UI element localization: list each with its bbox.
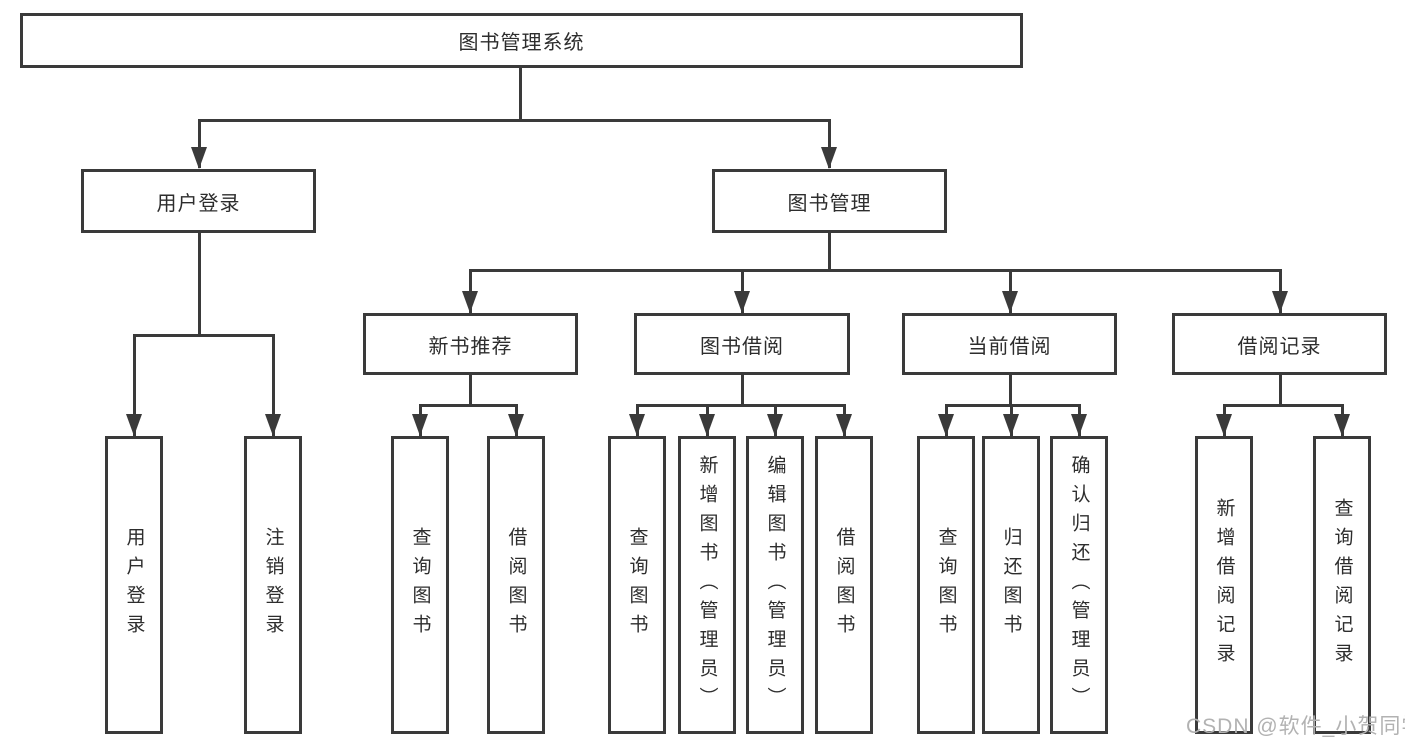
- leaf-nb-query-books: 查询图书: [391, 436, 449, 734]
- leaf-rc-query-record: 查询借阅记录: [1313, 436, 1371, 734]
- watermark: CSDN @软件_小贺同学: [1186, 715, 1405, 738]
- connector-current-drop: [1009, 375, 1012, 407]
- leaf-bw-query-books: 查询图书: [608, 436, 666, 734]
- leaf-rc-add-record: 新增借阅记录: [1195, 436, 1253, 734]
- arrowhead-bw-borrow-icon: [836, 414, 852, 436]
- arrowhead-cu-return-icon: [1003, 414, 1019, 436]
- node-book-borrowing: 图书借阅: [634, 313, 850, 375]
- node-new-book-recommend: 新书推荐: [363, 313, 578, 375]
- arrowhead-bw-query-icon: [629, 414, 645, 436]
- arrowhead-logout-leaf-icon: [265, 414, 281, 436]
- leaf-user-login: 用户登录: [105, 436, 163, 734]
- connector-drop-logout-leaf: [272, 335, 275, 436]
- connector-level2-rail: [198, 119, 831, 122]
- arrowhead-nb-query-icon: [412, 414, 428, 436]
- connector-records-drop: [1279, 375, 1282, 407]
- arrowhead-rc-query-icon: [1334, 414, 1350, 436]
- node-user-login: 用户登录: [81, 169, 316, 233]
- connector-borrowing-rail: [636, 404, 846, 407]
- arrowhead-login-leaf-icon: [126, 414, 142, 436]
- leaf-cu-confirm-return-admin: 确认归还（管理员）: [1050, 436, 1108, 734]
- node-root: 图书管理系统: [20, 13, 1023, 68]
- connector-new-books-rail: [419, 404, 518, 407]
- node-book-management: 图书管理: [712, 169, 947, 233]
- leaf-bw-edit-books-admin: 编辑图书（管理员）: [746, 436, 804, 734]
- leaf-cu-query-books: 查询图书: [917, 436, 975, 734]
- connector-drop-login-leaf: [133, 335, 136, 436]
- connector-new-books-drop: [469, 375, 472, 407]
- leaf-nb-borrow-books: 借阅图书: [487, 436, 545, 734]
- leaf-bw-add-books-admin: 新增图书（管理员）: [678, 436, 736, 734]
- leaf-bw-borrow-books: 借阅图书: [815, 436, 873, 734]
- connector-drop-user-login: [198, 120, 201, 168]
- connector-user-login-drop: [198, 233, 201, 337]
- leaf-cu-return-books: 归还图书: [982, 436, 1040, 734]
- arrowhead-new-books-icon: [462, 291, 478, 313]
- leaf-logout: 注销登录: [244, 436, 302, 734]
- arrowhead-book-mgmt-icon: [821, 147, 837, 169]
- arrowhead-rc-add-icon: [1216, 414, 1232, 436]
- arrowhead-user-login-icon: [191, 147, 207, 169]
- connector-user-login-rail: [133, 334, 275, 337]
- arrowhead-cu-confirm-icon: [1071, 414, 1087, 436]
- arrowhead-borrowing-icon: [734, 291, 750, 313]
- node-borrowing-records: 借阅记录: [1172, 313, 1387, 375]
- connector-records-rail: [1223, 404, 1344, 407]
- arrowhead-bw-add-icon: [699, 414, 715, 436]
- connector-drop-book-mgmt: [828, 120, 831, 168]
- arrowhead-records-icon: [1272, 291, 1288, 313]
- node-current-borrowing: 当前借阅: [902, 313, 1117, 375]
- connector-current-rail: [945, 404, 1081, 407]
- arrowhead-cu-query-icon: [938, 414, 954, 436]
- connector-level3-rail: [469, 269, 1282, 272]
- arrowhead-nb-borrow-icon: [508, 414, 524, 436]
- arrowhead-current-icon: [1002, 291, 1018, 313]
- connector-root-drop: [519, 68, 522, 122]
- arrowhead-bw-edit-icon: [767, 414, 783, 436]
- connector-borrowing-drop: [741, 375, 744, 407]
- connector-book-mgmt-drop: [828, 233, 831, 272]
